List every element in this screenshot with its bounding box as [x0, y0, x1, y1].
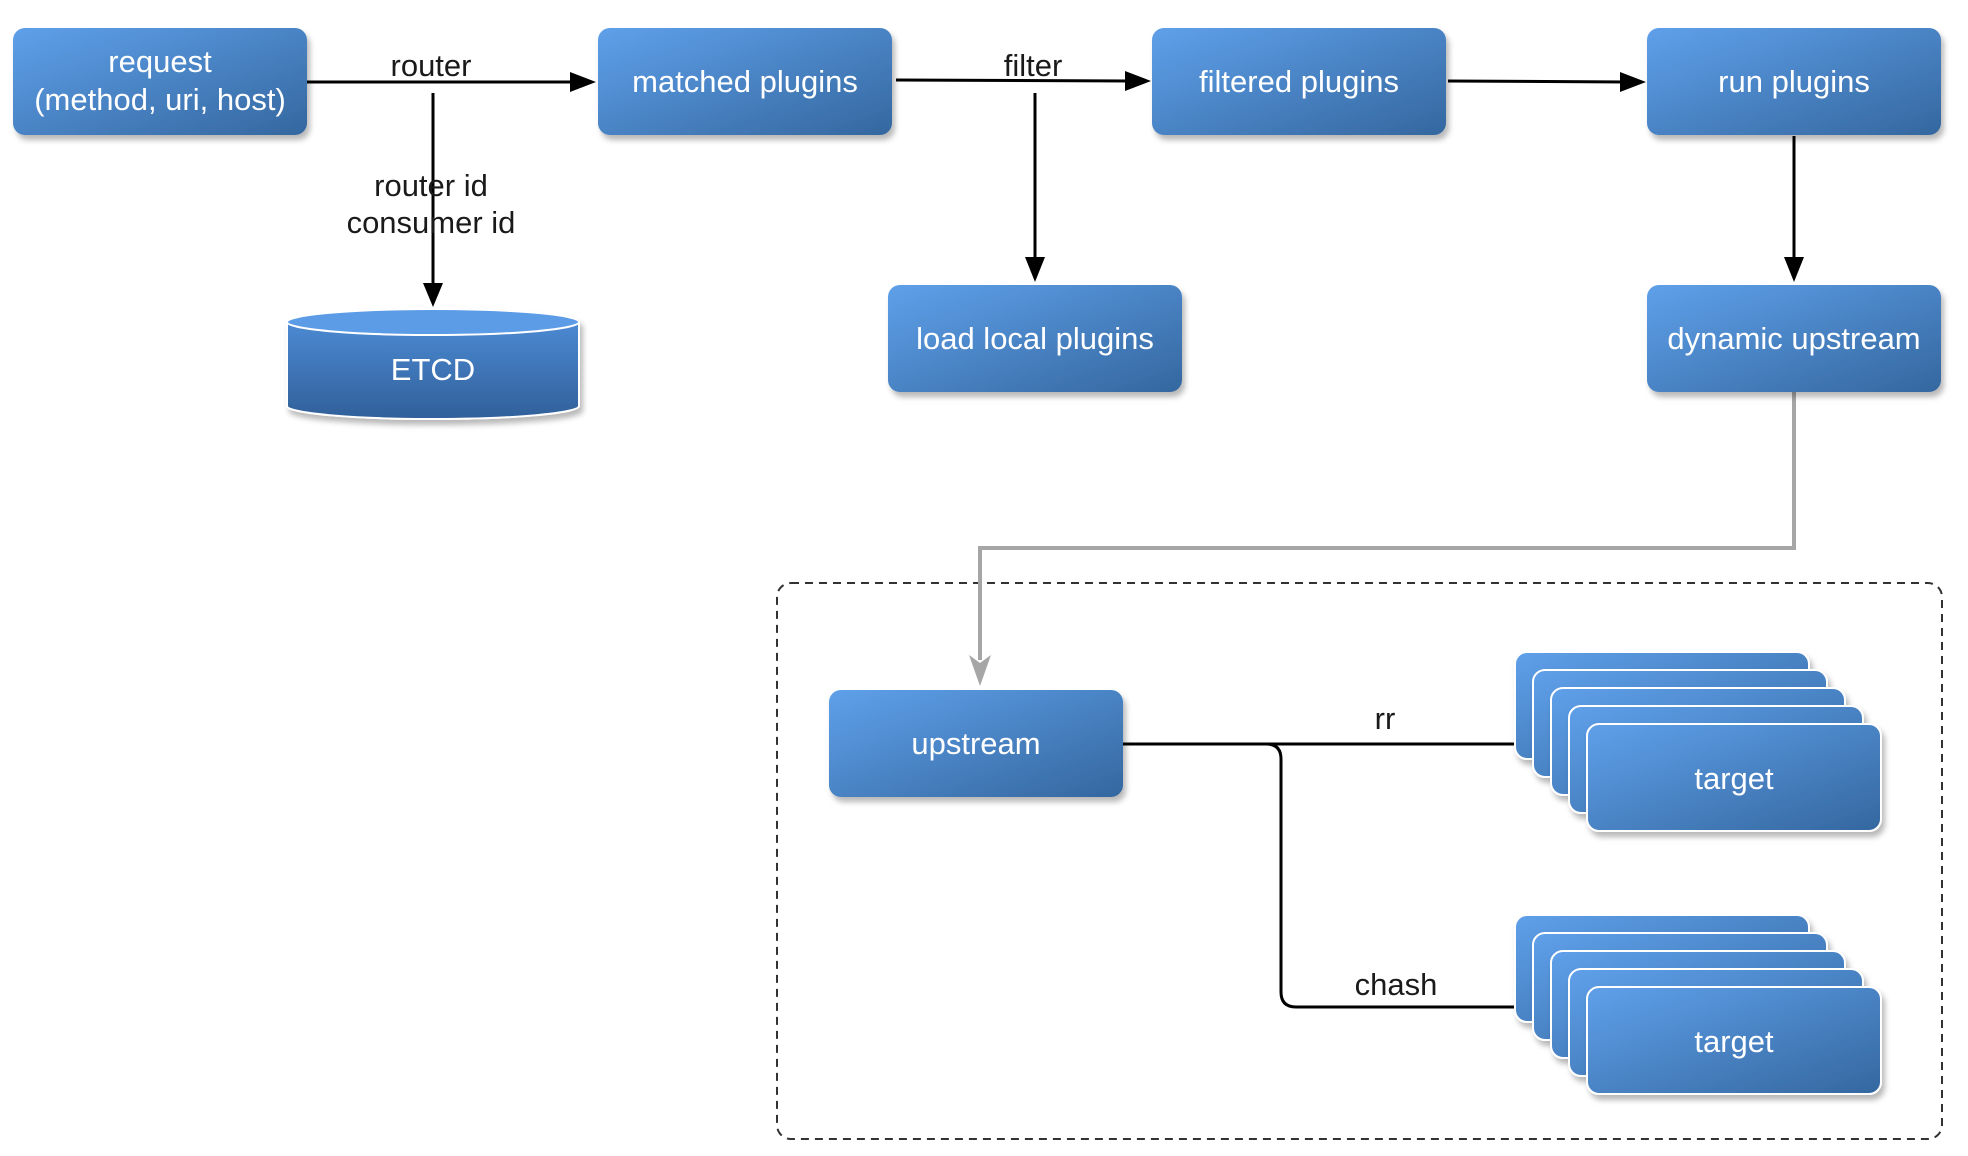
run-plugins-label: run plugins	[1718, 64, 1870, 99]
edge-upstream-to-target-chash	[1123, 742, 1530, 1009]
filtered-plugins-node[interactable]	[1152, 28, 1446, 135]
arrowhead-upstream	[969, 655, 991, 686]
target-stack-chash[interactable]	[1514, 914, 1882, 1095]
upstream-label: upstream	[911, 726, 1040, 761]
arrowhead-etcd	[423, 283, 443, 307]
arrowhead-matched	[570, 72, 596, 92]
filtered-plugins-label: filtered plugins	[1199, 64, 1399, 99]
load-local-plugins-node[interactable]	[888, 285, 1182, 392]
edge-label-consumer-id: consumer id	[347, 205, 516, 240]
etcd-node[interactable]	[286, 308, 580, 420]
arrowhead-load-local	[1025, 257, 1045, 282]
request-node[interactable]	[13, 28, 307, 135]
dynamic-upstream-label: dynamic upstream	[1667, 321, 1920, 356]
edge-filtered-to-run	[1447, 79, 1628, 84]
dynamic-upstream-node[interactable]	[1647, 285, 1941, 392]
load-local-plugins-label: load local plugins	[916, 321, 1154, 356]
edge-label-rr: rr	[1375, 701, 1396, 736]
edge-label-router-id: router id	[374, 168, 488, 203]
upstream-node[interactable]	[829, 690, 1123, 797]
edge-label-filter: filter	[1004, 48, 1063, 83]
matched-plugins-node[interactable]	[598, 28, 892, 135]
edge-label-router: router	[391, 48, 472, 83]
edge-dynamic-to-upstream	[978, 391, 1796, 660]
arrowhead-filtered	[1125, 71, 1151, 91]
run-plugins-node[interactable]	[1647, 28, 1941, 135]
etcd-label: ETCD	[391, 352, 475, 387]
edge-matched-to-filtered	[895, 78, 1131, 83]
request-node-label-line-2: (method, uri, host)	[34, 82, 286, 117]
target-rr-label: target	[1694, 761, 1774, 796]
target-chash-label: target	[1694, 1024, 1774, 1059]
matched-plugins-label: matched plugins	[632, 64, 858, 99]
arrowhead-run	[1620, 72, 1646, 92]
target-stack-rr[interactable]	[1514, 651, 1882, 832]
request-node-label-line-1: request	[108, 44, 212, 79]
edges	[307, 71, 1804, 1017]
edge-label-chash: chash	[1355, 967, 1438, 1002]
arrowhead-dynamic	[1784, 257, 1804, 282]
